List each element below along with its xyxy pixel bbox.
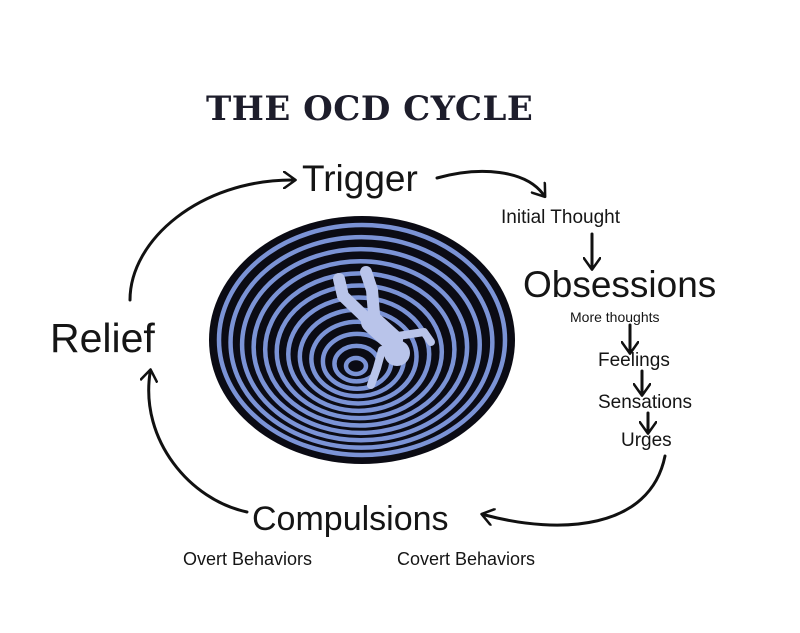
node-compulsions: Compulsions <box>252 500 449 538</box>
diagram-title: THE OCD CYCLE <box>206 89 534 129</box>
spiral-ring <box>274 283 445 421</box>
spiral-vortex-icon <box>209 216 515 464</box>
node-covert-behaviors: Covert Behaviors <box>397 549 536 569</box>
arrow-compulsions-to-relief <box>149 373 249 514</box>
spiral-ring <box>228 234 495 450</box>
spiral-ring <box>262 271 457 428</box>
spiral-ring <box>239 246 482 443</box>
arrow-urges-to-compulsions <box>485 454 667 527</box>
cycle-arrows <box>128 169 667 527</box>
node-feelings: Feelings <box>598 350 670 371</box>
node-relief: Relief <box>50 315 155 361</box>
node-obsessions: Obsessions <box>523 264 717 305</box>
node-more-thoughts: More thoughts <box>570 309 660 325</box>
node-urges: Urges <box>621 430 672 451</box>
node-initial-thought: Initial Thought <box>501 207 621 228</box>
spiral-ring <box>343 355 369 377</box>
arrow-relief-to-trigger <box>128 180 292 302</box>
node-overt-behaviors: Overt Behaviors <box>183 549 313 569</box>
spiral-ring <box>251 259 470 436</box>
arrow-trigger-to-initial-thought <box>435 169 543 194</box>
spiral-ring <box>286 295 432 414</box>
node-sensations: Sensations <box>598 392 693 413</box>
spiral-ring <box>216 222 508 458</box>
node-trigger: Trigger <box>302 158 418 199</box>
falling-person-icon <box>333 266 435 389</box>
